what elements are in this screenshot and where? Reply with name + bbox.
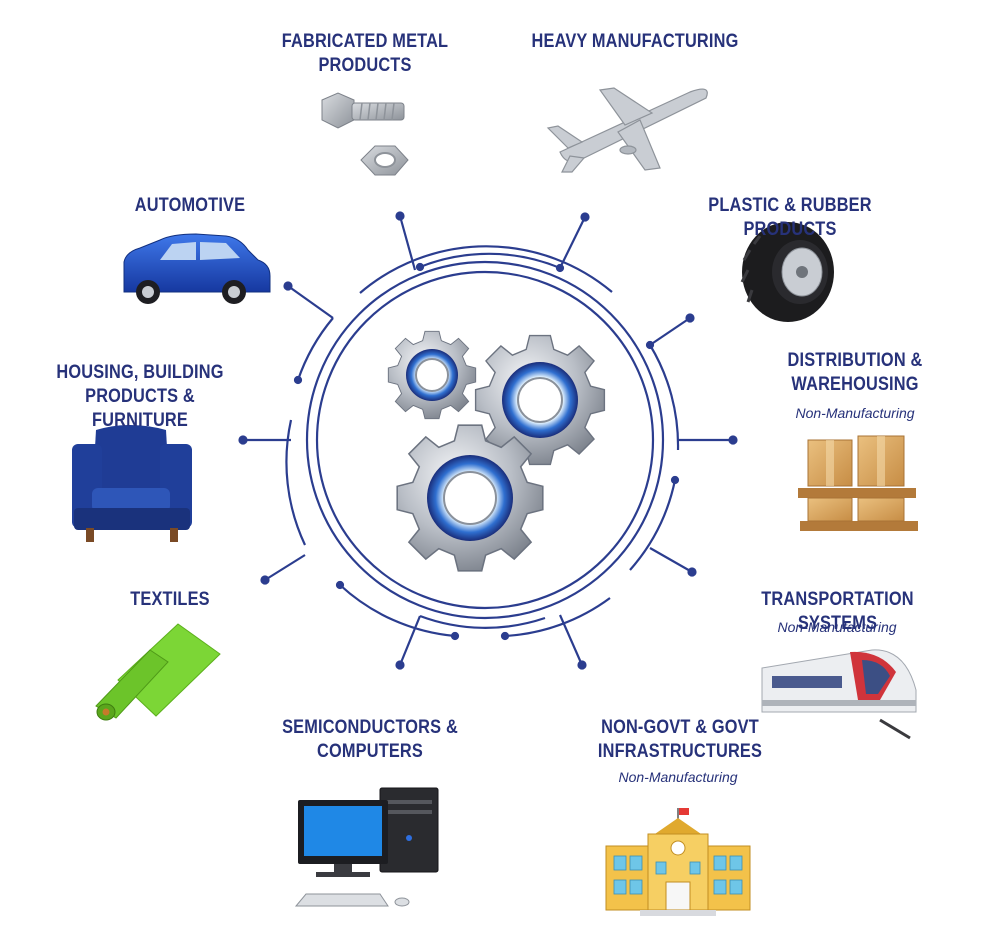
circuit-ring bbox=[285, 245, 680, 638]
label-transportation: TRANSPORTATION SYSTEMS bbox=[761, 589, 914, 634]
fabric-roll-icon bbox=[95, 623, 221, 721]
bolt-and-nut-icon bbox=[321, 92, 409, 176]
label-textiles: TEXTILES bbox=[130, 589, 210, 610]
boxes-on-pallet-icon bbox=[798, 435, 918, 531]
gears-icon bbox=[387, 330, 606, 572]
desktop-computer-icon bbox=[294, 787, 439, 907]
tire-icon bbox=[740, 222, 834, 322]
label-plastic-rubber: PLASTIC & RUBBER PRODUCTS bbox=[708, 195, 872, 240]
armchair-icon bbox=[72, 425, 192, 542]
label-fabricated-metal: FABRICATED METAL PRODUCTS bbox=[281, 31, 449, 76]
label-automotive: AUTOMOTIVE bbox=[134, 195, 246, 216]
sublabel-transportation: Non-Manufacturing bbox=[777, 619, 897, 635]
sublabel-infrastructures: Non-Manufacturing bbox=[618, 769, 738, 785]
train-icon bbox=[761, 649, 917, 740]
label-distribution: DISTRIBUTION & WAREHOUSING bbox=[787, 350, 923, 395]
circuit-spokes bbox=[238, 211, 738, 670]
airplane-icon bbox=[546, 87, 708, 173]
label-semiconductors: SEMICONDUCTORS & COMPUTERS bbox=[282, 717, 458, 762]
sublabel-distribution: Non-Manufacturing bbox=[795, 405, 915, 421]
label-infrastructures: NON-GOVT & GOVT INFRASTRUCTURES bbox=[597, 717, 763, 762]
label-heavy-manufacturing: HEAVY MANUFACTURING bbox=[531, 31, 739, 52]
building-icon bbox=[605, 808, 751, 916]
label-housing: HOUSING, BUILDING PRODUCTS & FURNITURE bbox=[56, 362, 224, 431]
car-icon bbox=[123, 233, 271, 304]
